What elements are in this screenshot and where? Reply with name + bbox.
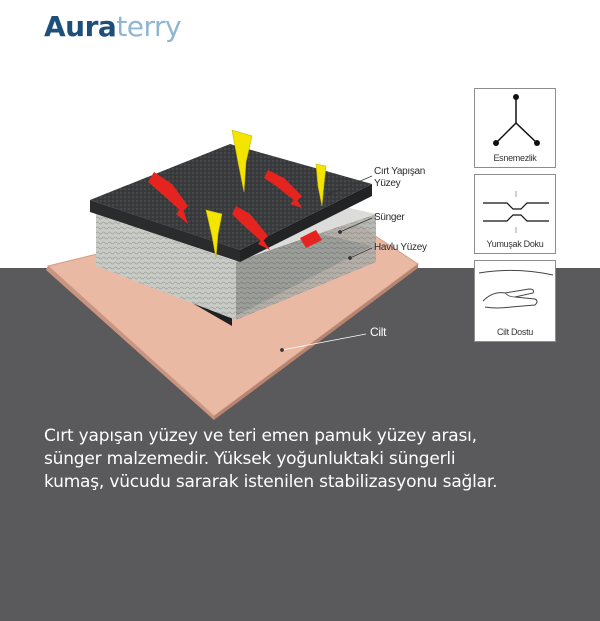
caption-line: kumaş, vücudu sararak istenilen stabiliz… <box>44 472 498 492</box>
brand-logo-part1: Aura <box>44 10 117 43</box>
velcro-layer <box>90 144 372 262</box>
caption-line: Cırt yapışan yüzey ve teri emen pamuk yü… <box>44 426 477 446</box>
label-hook-surface: Cırt Yapışan Yüzey <box>374 166 425 190</box>
three-point-icon <box>493 94 540 146</box>
label-foam: Sünger <box>374 212 405 223</box>
feature-label-cilt-dostu: Cilt Dostu <box>496 327 533 337</box>
yellow-arrows <box>205 129 327 259</box>
red-arrows <box>148 170 322 250</box>
caption-line: sünger malzemedir. Yüksek yoğunluktaki s… <box>44 449 456 469</box>
label-skin: Cilt <box>370 325 387 339</box>
feature-panel-cilt-dostu: Cilt Dostu <box>474 260 556 342</box>
label-towel-surface: Havlu Yüzey <box>374 242 427 253</box>
description-caption: Cırt yapışan yüzey ve teri emen pamuk yü… <box>44 425 564 494</box>
feature-panel-yumusak-doku: Yumuşak Doku <box>474 174 556 254</box>
compress-lines-icon <box>483 191 549 233</box>
label-pointers <box>280 175 373 352</box>
feature-panel-esnemezlik: Esnemezlik <box>474 88 556 168</box>
brand-logo-part2: terry <box>116 10 182 43</box>
hand-touch-icon <box>478 269 554 309</box>
feature-label-yumusak-doku: Yumuşak Doku <box>486 239 544 249</box>
feature-label-esnemezlik: Esnemezlik <box>493 153 537 163</box>
label-hook-surface-line1: Cırt Yapışan <box>374 166 426 177</box>
label-hook-surface-line2: Yüzey <box>374 178 401 189</box>
brand-logo: Auraterry <box>44 10 182 43</box>
